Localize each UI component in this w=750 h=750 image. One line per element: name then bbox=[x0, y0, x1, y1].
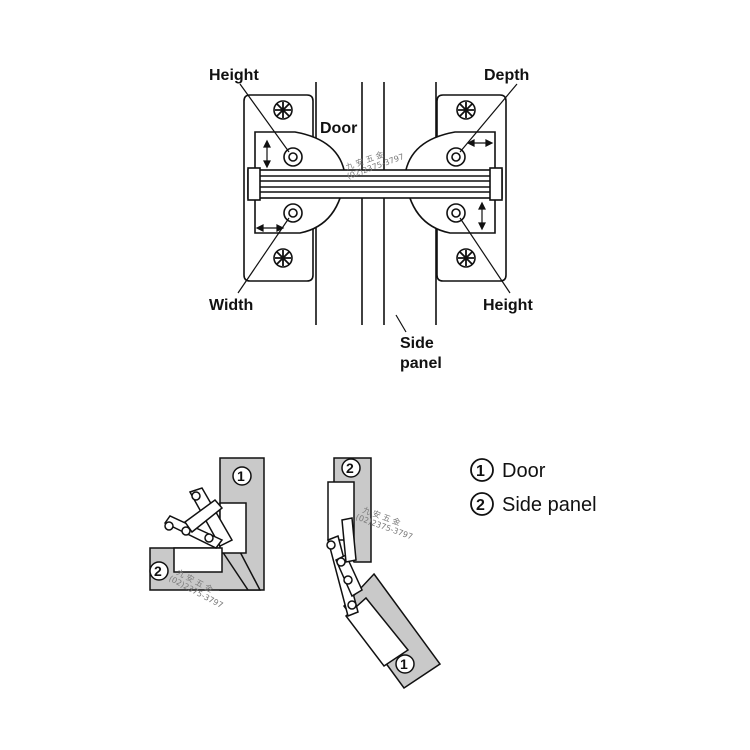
leader-line-height-right bbox=[459, 217, 511, 294]
legend-number: 2 bbox=[476, 497, 485, 514]
svg-text:2: 2 bbox=[346, 460, 354, 476]
screw-icon bbox=[456, 100, 476, 120]
pivot-icon bbox=[191, 491, 201, 501]
callout-1-corner: 1 bbox=[232, 466, 252, 486]
svg-text:2: 2 bbox=[154, 563, 162, 579]
leader-line-height-left bbox=[239, 83, 290, 153]
adjustment-screw-icon bbox=[446, 203, 466, 223]
label-door: Door bbox=[320, 120, 357, 137]
legend-label: Side panel bbox=[502, 494, 597, 516]
label-side-panel-line2: panel bbox=[400, 355, 442, 372]
label-depth: Depth bbox=[484, 67, 529, 84]
hinge-arm-bar bbox=[247, 169, 503, 199]
screw-icon bbox=[456, 248, 476, 268]
legend-label: Door bbox=[502, 460, 546, 482]
opened-hinge-view bbox=[326, 457, 442, 690]
hinge-plate bbox=[173, 547, 223, 573]
arrow-vertical-icon bbox=[478, 201, 486, 231]
adjustment-screw-icon bbox=[283, 203, 303, 223]
pivot-icon bbox=[164, 521, 174, 531]
screw-icon bbox=[273, 100, 293, 120]
legend: 1 Door 2 Side panel bbox=[470, 458, 597, 516]
pivot-icon bbox=[326, 540, 336, 550]
arm-end-cap-right bbox=[489, 167, 503, 201]
pivot-icon bbox=[347, 600, 357, 610]
screw-icon bbox=[273, 248, 293, 268]
svg-text:1: 1 bbox=[400, 656, 408, 672]
leader-line-width bbox=[237, 217, 290, 294]
pivot-icon bbox=[343, 575, 353, 585]
label-height-left: Height bbox=[209, 67, 259, 84]
adjustment-screw-icon bbox=[283, 147, 303, 167]
leader-line-depth bbox=[459, 83, 518, 153]
hinge-link bbox=[341, 517, 357, 563]
legend-number: 1 bbox=[476, 463, 485, 480]
corner-hinge-view bbox=[149, 457, 265, 591]
callout-2-corner: 2 bbox=[149, 561, 169, 581]
pivot-icon bbox=[336, 557, 346, 567]
panel-joint-line bbox=[219, 547, 249, 591]
label-height-right: Height bbox=[483, 297, 533, 314]
label-width: Width bbox=[209, 297, 253, 314]
legend-item-side-panel: 2 Side panel bbox=[470, 492, 597, 516]
svg-text:1: 1 bbox=[237, 468, 245, 484]
adjustment-screw-icon bbox=[446, 147, 466, 167]
arrow-vertical-icon bbox=[263, 139, 271, 169]
callout-1-opened: 1 bbox=[395, 654, 415, 674]
callout-2-opened: 2 bbox=[341, 458, 361, 478]
leader-line-side-panel bbox=[395, 314, 407, 333]
pivot-icon bbox=[181, 526, 191, 536]
arm-end-cap-left bbox=[247, 167, 261, 201]
legend-item-door: 1 Door bbox=[470, 458, 546, 482]
arrow-horizontal-icon bbox=[466, 139, 494, 147]
arrow-horizontal-icon bbox=[255, 224, 285, 232]
top-hinge-view bbox=[237, 82, 518, 333]
pivot-icon bbox=[204, 533, 214, 543]
label-side-panel-line1: Side bbox=[400, 335, 434, 352]
